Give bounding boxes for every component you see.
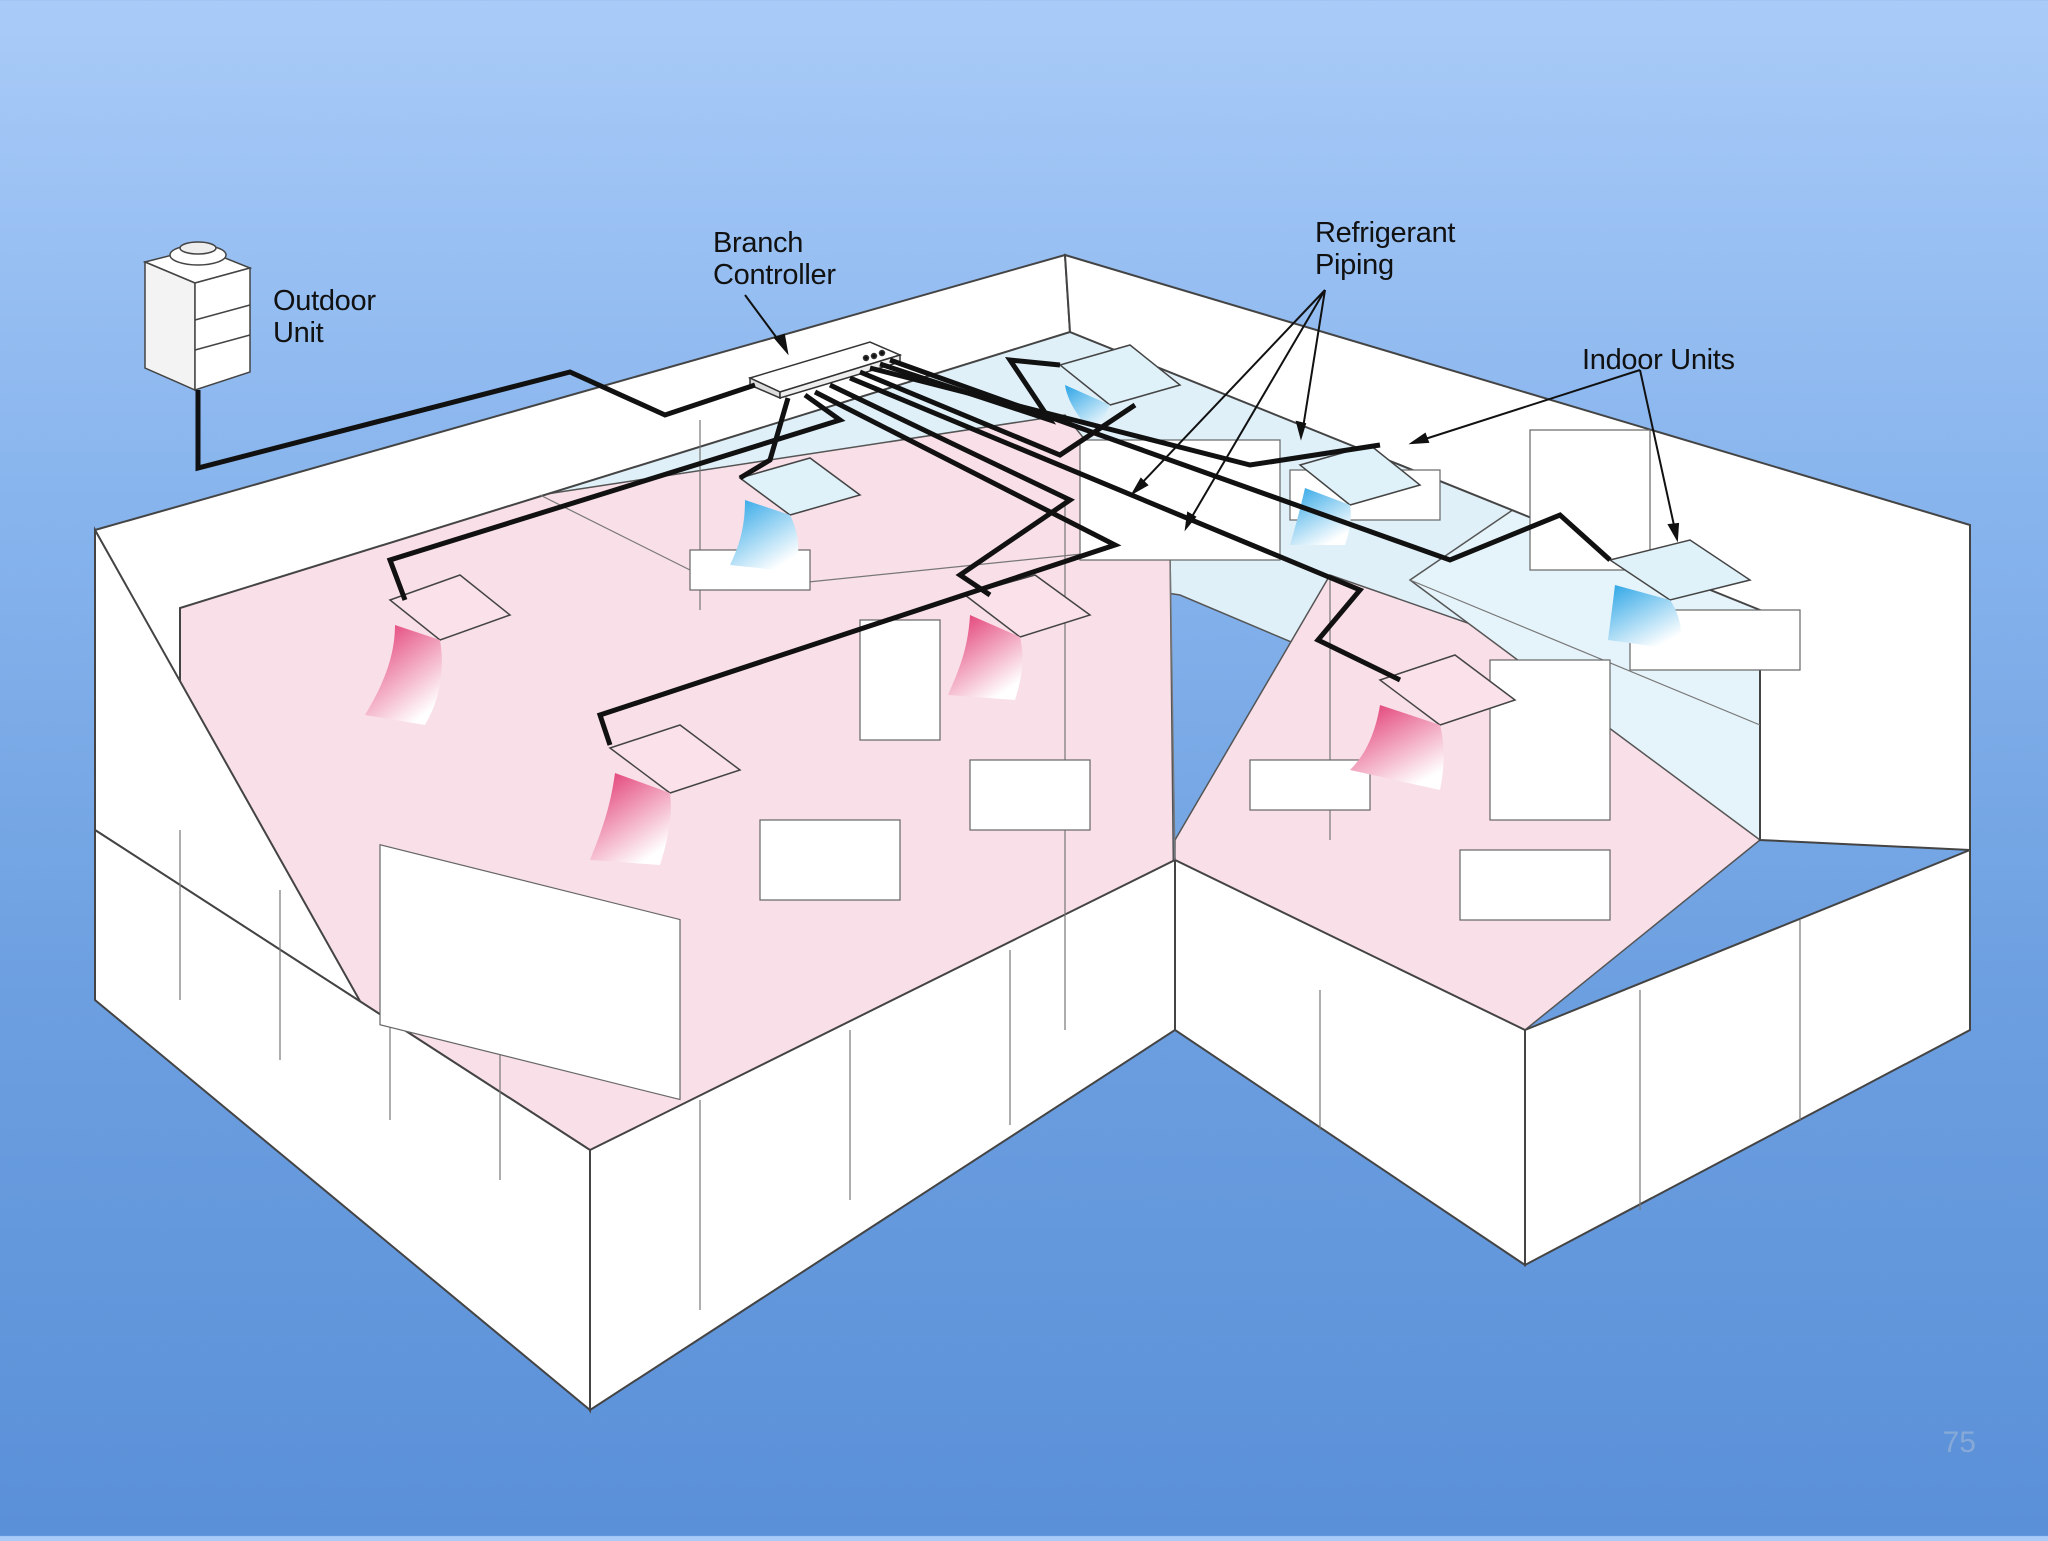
label-indoor-units: Indoor Units (1582, 344, 1735, 376)
label-refrigerant-piping: Refrigerant Piping (1315, 217, 1463, 281)
label-outdoor-unit: Outdoor Unit (273, 285, 383, 349)
label-branch-controller: Branch Controller (713, 227, 836, 291)
page-number: 75 (1943, 1426, 1976, 1460)
floor-plan (95, 255, 1970, 1410)
outdoor-unit (145, 242, 250, 390)
